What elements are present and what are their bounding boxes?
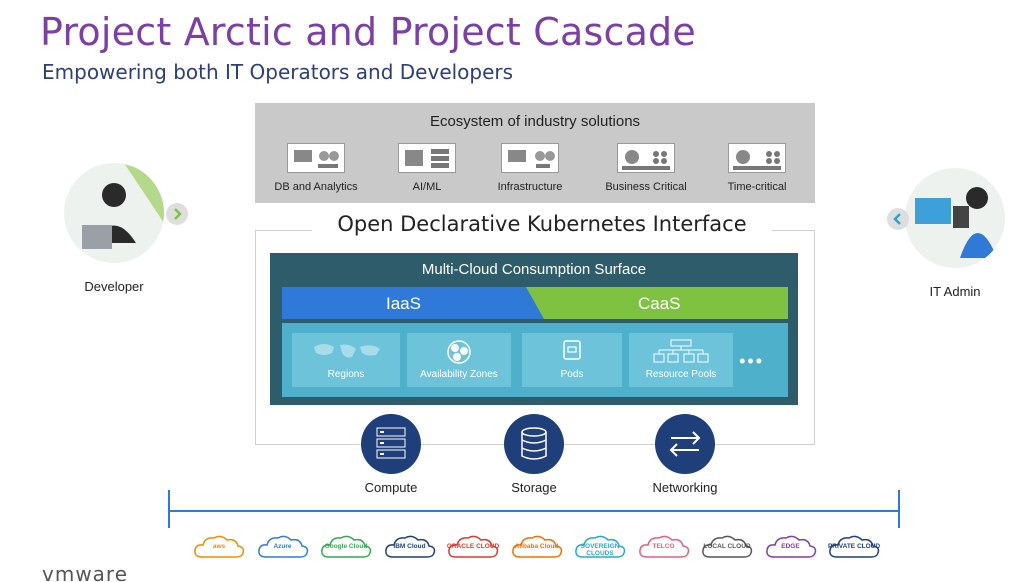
developer-persona: Developer xyxy=(64,163,188,294)
chevron-right-icon xyxy=(166,203,188,225)
chevron-left-icon xyxy=(887,208,909,230)
ecosystem-item-business-critical: Business Critical xyxy=(591,143,701,193)
resource-pods: Pods xyxy=(522,333,622,387)
developer-label: Developer xyxy=(84,279,144,294)
cloud-label: Google Cloud xyxy=(324,543,368,550)
ecosystem-item-label: DB and Analytics xyxy=(274,181,358,193)
cloud-logo: IBM Cloud xyxy=(383,533,437,561)
ecosystem-item-infrastructure: Infrastructure xyxy=(475,143,585,193)
cloud-label: TELCO xyxy=(652,543,675,550)
cloud-logo: EDGE xyxy=(764,533,818,561)
cloud-logo: Azure xyxy=(256,533,310,561)
cloud-logo: PRIVATE CLOUD xyxy=(827,533,881,561)
resource-label: Availability Zones xyxy=(420,369,498,380)
resource-label: Pods xyxy=(560,369,584,380)
multi-cloud-surface: Multi-Cloud Consumption Surface IaaS Caa… xyxy=(270,253,798,405)
resource-availability-zones: Availability Zones xyxy=(407,333,511,387)
pod-icon xyxy=(563,340,581,360)
infra-compute: Compute xyxy=(346,414,436,495)
server-icon xyxy=(361,414,421,474)
cloud-label: IBM Cloud xyxy=(393,543,426,550)
resource-pools: Resource Pools xyxy=(629,333,733,387)
page-subtitle: Empowering both IT Operators and Develop… xyxy=(42,60,514,84)
cloud-logo: LOCAL CLOUD xyxy=(700,533,754,561)
cloud-label: PRIVATE CLOUD xyxy=(827,543,881,550)
cloud-logo: SOVEREIGN CLOUDS xyxy=(573,533,627,561)
world-map-icon xyxy=(314,344,380,358)
page-title: Project Arctic and Project Cascade xyxy=(40,10,696,54)
ecosystem-item-label: AI/ML xyxy=(412,181,442,193)
clouds-bracket-right xyxy=(898,490,900,528)
caas-label: CaaS xyxy=(638,294,681,313)
ecosystem-panel: Ecosystem of industry solutions DB and A… xyxy=(255,103,815,203)
cloud-logo: aws xyxy=(192,533,246,561)
database-analytics-icon xyxy=(287,143,345,173)
iaas-label: IaaS xyxy=(386,294,421,313)
cloud-label: aws xyxy=(212,543,226,550)
ecosystem-title: Ecosystem of industry solutions xyxy=(429,113,641,130)
hierarchy-icon xyxy=(653,339,709,363)
kubernetes-title: Open Declarative Kubernetes Interface xyxy=(312,212,772,236)
cloud-label: Azure xyxy=(273,543,292,550)
infra-networking: Networking xyxy=(640,414,730,495)
resource-regions: Regions xyxy=(292,333,400,387)
ecosystem-item-time-critical: Time-critical xyxy=(702,143,812,193)
ai-ml-icon xyxy=(398,143,456,173)
ecosystem-item-label: Business Critical xyxy=(605,181,687,193)
it-admin-persona: IT Admin xyxy=(887,168,1005,299)
infra-label: Compute xyxy=(364,480,418,495)
cloud-logo: Google Cloud xyxy=(319,533,373,561)
arrows-icon xyxy=(655,414,715,474)
resources-panel: Regions Availability Zones Pods Resource… xyxy=(282,323,788,397)
iaas-band: IaaS xyxy=(282,287,544,319)
clouds-bracket xyxy=(168,510,900,512)
cloud-logo: TELCO xyxy=(637,533,691,561)
multi-cloud-title: Multi-Cloud Consumption Surface xyxy=(421,261,647,278)
cloud-label: LOCAL CLOUD xyxy=(703,543,751,550)
business-critical-icon xyxy=(617,143,675,173)
resource-label: Regions xyxy=(327,369,365,380)
cloud-label: Alibaba Cloud xyxy=(514,543,559,550)
caas-band: CaaS xyxy=(526,287,788,319)
cloud-logo: Alibaba Cloud xyxy=(510,533,564,561)
ecosystem-item-label: Time-critical xyxy=(727,181,787,193)
infra-storage: Storage xyxy=(489,414,579,495)
ecosystem-item-db-analytics: DB and Analytics xyxy=(261,143,371,193)
resource-label: Resource Pools xyxy=(645,369,717,380)
more-dots: ••• xyxy=(739,351,764,371)
infrastructure-icon xyxy=(501,143,559,173)
infra-label: Networking xyxy=(652,480,718,495)
zones-icon xyxy=(447,340,471,364)
cloud-logo: ORACLE CLOUD xyxy=(446,533,500,561)
ecosystem-item-label: Infrastructure xyxy=(497,181,563,193)
ecosystem-item-ai-ml: AI/ML xyxy=(372,143,482,193)
clouds-bracket-left xyxy=(168,490,170,528)
time-critical-icon xyxy=(728,143,786,173)
infra-label: Storage xyxy=(511,480,557,495)
storage-icon xyxy=(504,414,564,474)
cloud-label: ORACLE CLOUD xyxy=(446,543,500,550)
it-admin-label: IT Admin xyxy=(929,284,981,299)
cloud-label: SOVEREIGN CLOUDS xyxy=(580,543,620,557)
it-admin-avatar xyxy=(905,168,1005,268)
cloud-label: EDGE xyxy=(781,543,800,550)
vmware-logo: vmware xyxy=(42,562,129,582)
developer-avatar xyxy=(64,163,164,263)
